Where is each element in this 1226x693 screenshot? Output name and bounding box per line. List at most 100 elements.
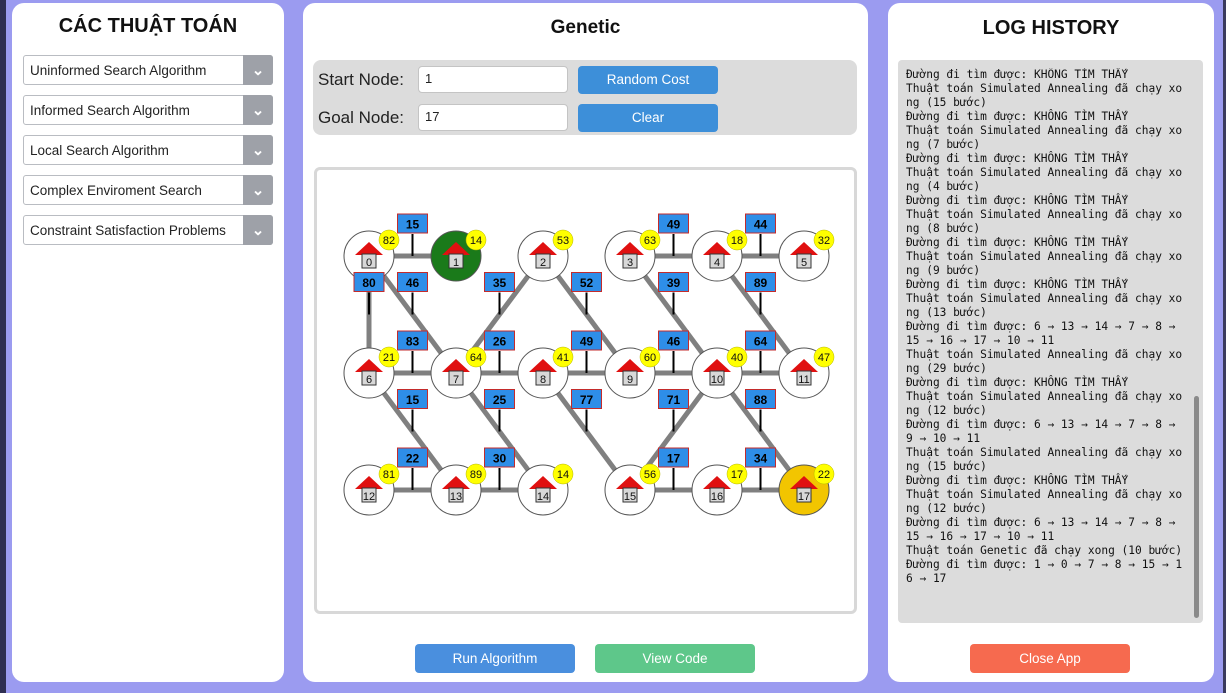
edge-weight-box xyxy=(484,272,515,292)
heuristic-value: 41 xyxy=(557,352,569,364)
clear-button[interactable]: Clear xyxy=(578,104,718,132)
log-line: Đường đi tìm được: KHÔNG TÌM THẤY xyxy=(906,376,1129,389)
house-icon xyxy=(355,242,383,269)
node-id: 6 xyxy=(366,374,372,386)
heuristic-value: 14 xyxy=(470,235,482,247)
chevron-down-icon[interactable]: ⌄ xyxy=(243,215,273,245)
heuristic-badge xyxy=(639,346,661,368)
edge-weight-box xyxy=(658,213,689,234)
heuristic-badge xyxy=(813,463,835,485)
dropdown-label: Informed Search Algorithm xyxy=(30,102,190,118)
edge-weight: 89 xyxy=(754,276,768,290)
heuristic-badge xyxy=(813,346,835,368)
view-code-button[interactable]: View Code xyxy=(595,644,755,673)
heuristic-badge xyxy=(378,463,400,485)
graph-node[interactable]: 764 xyxy=(430,346,487,399)
edge-weight: 49 xyxy=(667,218,681,232)
heuristic-value: 60 xyxy=(644,352,656,364)
visualization-panel: Genetic Start Node: 1 Random Cost Goal N… xyxy=(303,3,868,682)
house-icon xyxy=(616,242,644,269)
graph-node[interactable]: 6 21 xyxy=(343,346,400,399)
node-input-area: Start Node: 1 Random Cost Goal Node: 17 … xyxy=(313,60,857,135)
node-id: 13 xyxy=(450,491,462,503)
house-icon xyxy=(529,242,557,269)
edge-weight-box xyxy=(484,389,515,409)
edge-weight-box xyxy=(745,389,776,409)
heuristic-value: 21 xyxy=(383,352,395,364)
edge-weight-box xyxy=(397,272,428,292)
chevron-down-icon[interactable]: ⌄ xyxy=(243,135,273,165)
edge-weight: 15 xyxy=(406,393,420,407)
algorithms-title: CÁC THUẬT TOÁN xyxy=(58,15,238,37)
chevron-down-icon[interactable]: ⌄ xyxy=(243,55,273,85)
log-line: Thuật toán Simulated Annealing đã chạy x… xyxy=(906,208,1183,235)
uninformed-search-dropdown[interactable]: Uninformed Search Algorithm ⌄ xyxy=(23,55,273,85)
house-icon xyxy=(616,359,644,386)
random-cost-button[interactable]: Random Cost xyxy=(578,66,718,94)
house-icon xyxy=(355,476,383,503)
log-line: Thuật toán Simulated Annealing đã chạy x… xyxy=(906,250,1183,277)
graph-node[interactable]: 114 xyxy=(430,229,487,282)
graph-node[interactable]: 960 xyxy=(604,346,661,399)
heuristic-value: 14 xyxy=(557,469,569,481)
informed-search-dropdown[interactable]: Informed Search Algorithm ⌄ xyxy=(23,95,273,125)
algorithm-category-list: Uninformed Search Algorithm ⌄ Informed S… xyxy=(23,55,273,255)
edge-weight-box xyxy=(484,447,515,468)
edge-weight: 25 xyxy=(493,393,507,407)
run-algorithm-button[interactable]: Run Algorithm xyxy=(415,644,575,673)
log-line: Thuật toán Simulated Annealing đã chạy x… xyxy=(906,82,1183,109)
edge-weight-box xyxy=(397,447,428,468)
graph-drawing: 0821142533634185326217648419601040114712… xyxy=(343,213,835,516)
log-line: Đường đi tìm được: 1 → 0 → 7 → 8 → 15 → … xyxy=(906,558,1183,585)
log-scrollbar[interactable] xyxy=(1194,396,1199,618)
graph-node[interactable]: 418 xyxy=(691,229,748,282)
edge-weight: 34 xyxy=(754,452,768,466)
graph-node[interactable]: 363 xyxy=(604,229,661,282)
start-node-label: Start Node: xyxy=(318,70,404,89)
goal-node-input[interactable]: 17 xyxy=(418,104,568,131)
chevron-down-icon[interactable]: ⌄ xyxy=(243,175,273,205)
edge-weight-box xyxy=(745,272,776,292)
edge-weight: 52 xyxy=(580,276,594,290)
graph-node[interactable]: 841 xyxy=(517,346,574,399)
edge-weight: 83 xyxy=(406,335,420,349)
heuristic-badge xyxy=(639,463,661,485)
complex-environment-dropdown[interactable]: Complex Enviroment Search ⌄ xyxy=(23,175,273,205)
log-panel: LOG HISTORY Đường đi tìm được: KHÔNG TÌM… xyxy=(888,3,1214,682)
house-icon xyxy=(703,359,731,386)
csp-dropdown[interactable]: Constraint Satisfaction Problems ⌄ xyxy=(23,215,273,245)
start-node-input[interactable]: 1 xyxy=(418,66,568,93)
local-search-dropdown[interactable]: Local Search Algorithm ⌄ xyxy=(23,135,273,165)
heuristic-badge xyxy=(552,463,574,485)
node-id: 4 xyxy=(714,257,720,269)
house-icon xyxy=(703,242,731,269)
log-line: Đường đi tìm được: KHÔNG TÌM THẤY xyxy=(906,152,1129,165)
house-icon xyxy=(616,476,644,503)
edge-weight-box xyxy=(571,330,602,351)
edge-weight-box xyxy=(658,389,689,409)
close-app-button[interactable]: Close App xyxy=(970,644,1130,673)
node-id: 11 xyxy=(798,374,809,386)
edge-weight: 64 xyxy=(754,335,768,349)
log-line: Thuật toán Simulated Annealing đã chạy x… xyxy=(906,348,1183,375)
algorithms-panel: CÁC THUẬT TOÁN Uninformed Search Algorit… xyxy=(12,3,284,682)
chevron-down-icon[interactable]: ⌄ xyxy=(243,95,273,125)
log-line: Đường đi tìm được: 6 → 13 → 14 → 7 → 8 →… xyxy=(906,320,1183,347)
dropdown-label: Uninformed Search Algorithm xyxy=(30,62,207,78)
edge-weight: 30 xyxy=(493,452,507,466)
edge-weight-box xyxy=(484,330,515,351)
heuristic-badge xyxy=(378,229,400,251)
graph-node[interactable]: 253 xyxy=(517,229,574,282)
edge-weight: 44 xyxy=(754,218,768,232)
graph-node[interactable]: 532 xyxy=(778,229,835,282)
